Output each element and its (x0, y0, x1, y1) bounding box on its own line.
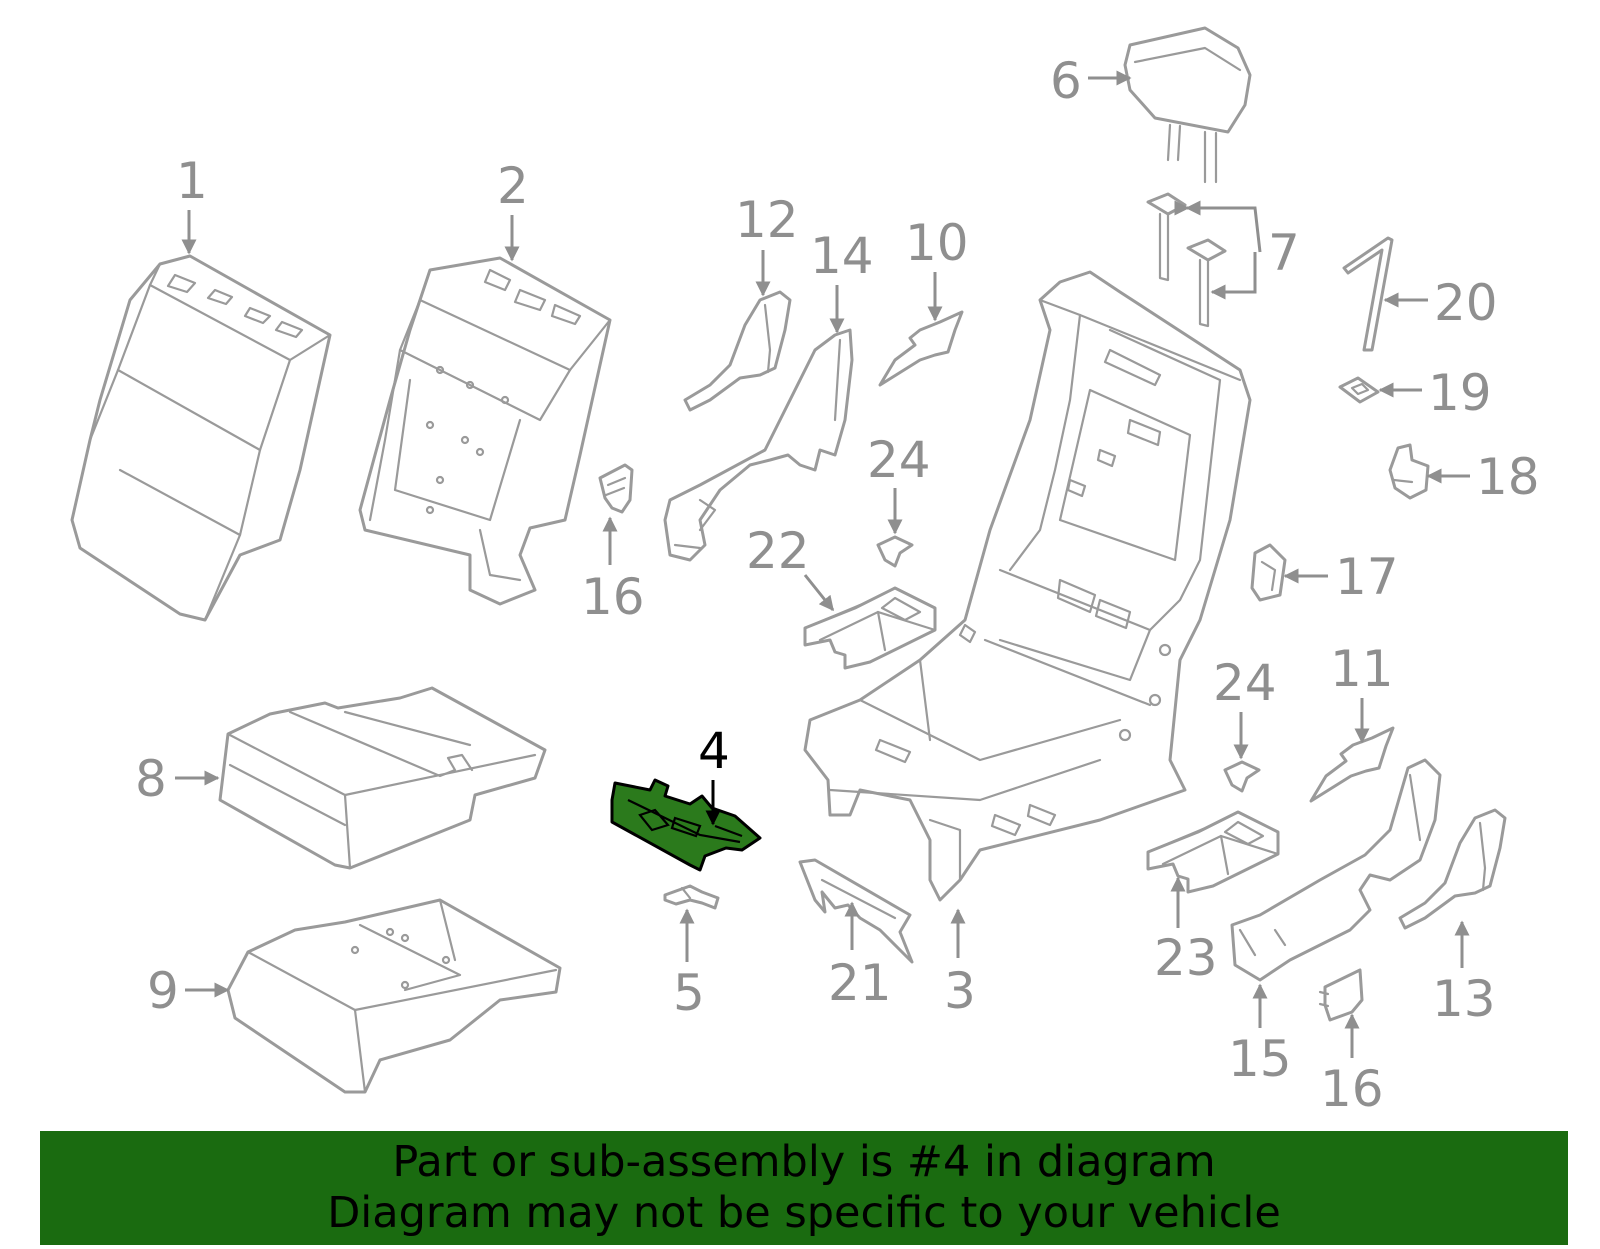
callout-9: 9 (147, 962, 179, 1020)
callout-7: 7 (1268, 224, 1300, 282)
part-6-headrest[interactable] (1123, 26, 1252, 184)
part-12-side-trim[interactable] (683, 290, 792, 412)
callout-15: 15 (1228, 1030, 1292, 1088)
callout-17: 17 (1335, 548, 1399, 606)
part-22-track-cover[interactable] (803, 586, 937, 670)
callout-23: 23 (1154, 929, 1218, 987)
callout-4: 4 (698, 722, 730, 780)
part-4-highlighted-bracket[interactable] (610, 778, 762, 872)
callout-24-upper: 24 (867, 431, 931, 489)
part-1-seat-back-cover[interactable] (70, 254, 332, 622)
banner-line-2: Diagram may not be specific to your vehi… (327, 1188, 1281, 1238)
info-banner: Part or sub-assembly is #4 in diagram Di… (40, 1131, 1568, 1245)
callout-8: 8 (135, 750, 167, 808)
callout-5: 5 (673, 964, 705, 1022)
part-15-side-panel[interactable] (1230, 758, 1442, 982)
callout-12: 12 (735, 191, 799, 249)
callout-19: 19 (1428, 364, 1492, 422)
callout-18: 18 (1476, 448, 1540, 506)
part-9-cushion-pan[interactable] (226, 898, 562, 1094)
part-7-headrest-guides[interactable] (1146, 192, 1227, 328)
callout-6: 6 (1050, 52, 1082, 110)
part-3-seat-frame[interactable] (803, 270, 1252, 902)
banner-line-1: Part or sub-assembly is #4 in diagram (392, 1137, 1216, 1187)
callout-24-lower: 24 (1213, 654, 1277, 712)
part-21-trim-bar[interactable] (798, 858, 914, 964)
callout-22: 22 (746, 522, 810, 580)
callout-13: 13 (1432, 970, 1496, 1028)
leader-arrows (175, 70, 1470, 1058)
callout-20: 20 (1434, 274, 1498, 332)
part-8-cushion-cover[interactable] (218, 686, 547, 870)
part-14-side-panel[interactable] (663, 328, 854, 562)
callout-3: 3 (944, 962, 976, 1020)
callout-10: 10 (905, 214, 969, 272)
part-18-connector[interactable] (1388, 443, 1430, 500)
part-10-bracket[interactable] (878, 310, 964, 387)
part-11-bracket[interactable] (1309, 726, 1395, 803)
callout-1: 1 (176, 152, 208, 210)
callout-14: 14 (810, 227, 874, 285)
part-24-clip-lower[interactable] (1223, 760, 1261, 793)
callout-2: 2 (497, 157, 529, 215)
part-5-clip[interactable] (663, 884, 720, 910)
part-16-bracket-lower[interactable] (1318, 968, 1364, 1022)
part-13-side-trim[interactable] (1398, 808, 1507, 930)
part-16-bracket-upper[interactable] (598, 463, 634, 514)
callout-labels: 1 2 3 4 5 6 7 8 9 10 11 12 13 14 15 16 1… (135, 52, 1540, 1118)
part-20-trim-strip[interactable] (1342, 236, 1394, 352)
callout-16-upper: 16 (581, 568, 645, 626)
part-24-clip-upper[interactable] (876, 535, 914, 568)
part-19-nut[interactable] (1338, 376, 1380, 404)
callout-11: 11 (1330, 640, 1394, 698)
part-23-track-cover[interactable] (1146, 810, 1280, 894)
callout-16-lower: 16 (1320, 1060, 1384, 1118)
parts-diagram: 1 2 3 4 5 6 7 8 9 10 11 12 13 14 15 16 1… (70, 26, 1540, 1118)
callout-21: 21 (828, 954, 892, 1012)
part-2-seat-back-frame[interactable] (358, 256, 612, 606)
part-17-clip[interactable] (1250, 543, 1287, 602)
